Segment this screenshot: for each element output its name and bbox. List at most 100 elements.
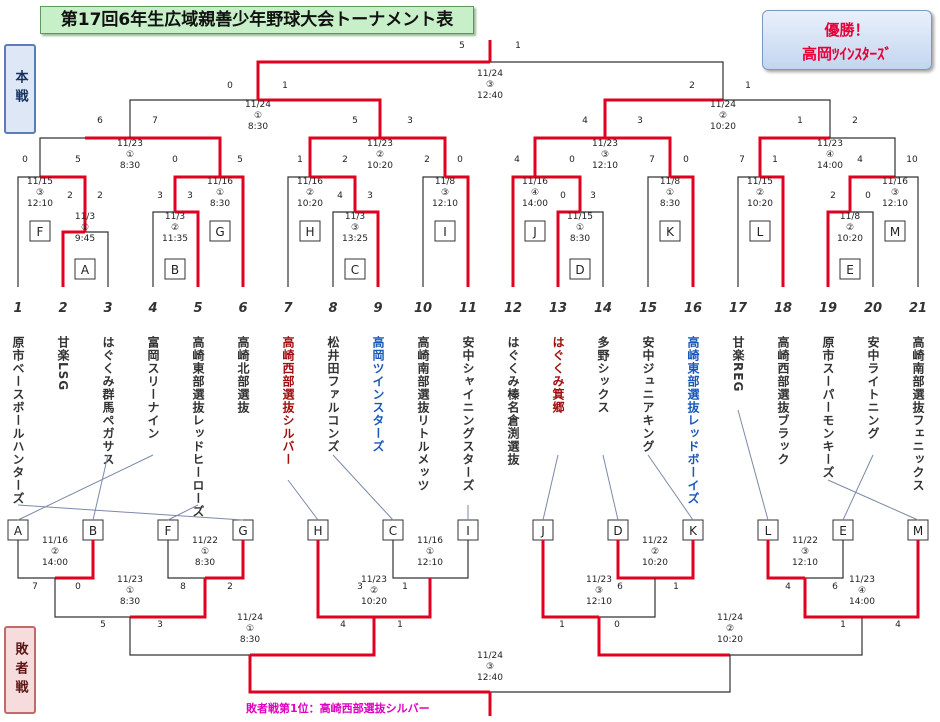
match-field: ①: [576, 223, 584, 233]
team-number: 14: [594, 301, 612, 316]
match-date: 11/3: [345, 212, 365, 222]
match-field: ②: [846, 223, 854, 233]
match-time: 12:10: [592, 161, 618, 171]
match-date: 11/23: [849, 575, 875, 585]
match-field: ①: [254, 111, 262, 121]
team-number: 13: [549, 301, 567, 316]
match-time: 12:10: [882, 199, 908, 209]
team-number: 8: [328, 301, 337, 316]
loser-match-box: C: [389, 524, 397, 538]
match-field: ①: [126, 586, 134, 596]
team-number: 10: [414, 301, 432, 316]
match-box-label: F: [37, 225, 44, 239]
score-label: 1: [745, 81, 751, 91]
match-field: ②: [726, 624, 734, 634]
score-label: 2: [97, 191, 103, 201]
match-date: 11/8: [840, 212, 860, 222]
match-box: [29, 220, 51, 242]
match-date: 11/23: [361, 575, 387, 585]
match-time: 10:20: [361, 597, 387, 607]
match-box: [839, 258, 861, 280]
bracket-line: [599, 578, 656, 618]
match-date: 11/23: [117, 139, 143, 149]
match-box-label: L: [757, 225, 764, 239]
match-field: ③: [595, 586, 603, 596]
bracket-line: [316, 540, 374, 619]
score-label: 3: [367, 191, 373, 201]
score-label: 0: [75, 582, 81, 592]
match-date: 11/15: [27, 177, 53, 187]
connector-line: [647, 454, 694, 521]
score-label: 1: [515, 41, 521, 51]
loser-match-box: E: [839, 524, 847, 538]
match-box: [209, 220, 231, 242]
bracket-line: [541, 540, 599, 619]
match-date: 11/24: [717, 613, 743, 623]
score-label: 5: [352, 116, 358, 126]
match-time: 8:30: [570, 234, 590, 244]
match-box: [749, 220, 771, 242]
score-label: 6: [617, 582, 623, 592]
score-label: 7: [32, 582, 38, 592]
bracket-line: [430, 540, 469, 579]
match-date: 11/16: [297, 177, 323, 187]
match-field: ③: [891, 188, 899, 198]
match-field: ③: [486, 662, 494, 672]
match-date: 11/16: [522, 177, 548, 187]
bracket-line: [85, 136, 222, 177]
loser-match-box: I: [466, 524, 470, 538]
connector-line: [542, 454, 559, 521]
match-time: 10:20: [710, 122, 736, 132]
team-name: 安中ライトニング: [866, 335, 880, 440]
connector-line: [842, 454, 874, 521]
bracket-line: [758, 136, 830, 177]
bracket-line: [616, 540, 655, 580]
match-field: ②: [756, 188, 764, 198]
team-name: 高崎南部選抜リトルメッツ: [416, 335, 430, 492]
team-name: はぐくみ群馬ペガサス: [101, 336, 115, 466]
match-box-label: K: [666, 225, 675, 239]
loser-match-box: J: [540, 524, 545, 538]
score-label: 4: [857, 155, 863, 165]
score-label: 1: [282, 81, 288, 91]
connector-line: [332, 454, 394, 521]
score-label: 1: [673, 582, 679, 592]
match-date: 11/16: [207, 177, 233, 187]
connector-line: [17, 504, 244, 521]
match-box-label: J: [532, 225, 537, 239]
bracket-line: [129, 99, 258, 138]
bracket-line: [580, 211, 604, 287]
bracket-line: [805, 540, 844, 579]
match-date: 11/8: [660, 177, 680, 187]
score-label: 2: [342, 155, 348, 165]
match-date: 11/16: [882, 177, 908, 187]
score-label: 5: [100, 620, 106, 630]
match-field: ①: [216, 188, 224, 198]
score-label: 4: [337, 191, 343, 201]
main-bracket-label: 本戦: [4, 44, 36, 134]
match-field: ③: [801, 547, 809, 557]
match-box-label: G: [215, 225, 224, 239]
team-number: 17: [729, 301, 748, 316]
score-label: 0: [683, 155, 689, 165]
match-field: ①: [426, 547, 434, 557]
loser-bracket-label: 敗者戦: [4, 626, 36, 714]
match-box: [659, 220, 681, 242]
match-time: 14:00: [817, 161, 843, 171]
score-label: 1: [297, 155, 303, 165]
match-field: ③: [601, 150, 609, 160]
match-box: [434, 220, 456, 242]
bracket-line: [54, 578, 130, 618]
bracket-line: [766, 540, 805, 580]
match-time: 9:45: [75, 234, 95, 244]
match-date: 11/16: [42, 536, 68, 546]
score-label: 1: [840, 620, 846, 630]
match-time: 10:20: [717, 635, 743, 645]
score-label: 0: [22, 155, 28, 165]
match-field: ④: [531, 188, 539, 198]
match-date: 11/24: [710, 100, 736, 110]
match-time: 10:20: [297, 199, 323, 209]
team-number: 3: [103, 301, 112, 316]
team-number: 12: [504, 301, 522, 316]
